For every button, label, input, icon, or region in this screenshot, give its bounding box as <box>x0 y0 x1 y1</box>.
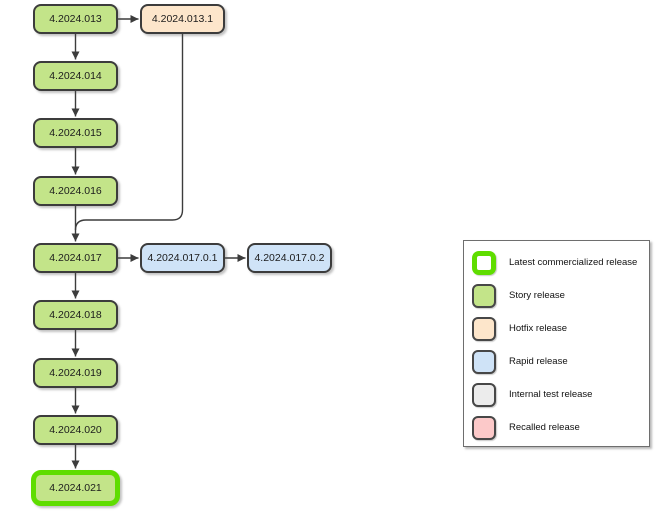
release-node-4-2024-019: 4.2024.019 <box>33 358 118 388</box>
release-node-4-2024-017-0-2: 4.2024.017.0.2 <box>247 243 332 273</box>
release-node-4-2024-016: 4.2024.016 <box>33 176 118 206</box>
release-node-4-2024-014: 4.2024.014 <box>33 61 118 91</box>
legend-label-latest: Latest commercialized release <box>509 257 638 268</box>
legend-label-hotfix: Hotfix release <box>509 323 568 334</box>
legend-swatch-recalled <box>472 415 496 440</box>
legend-label-rapid: Rapid release <box>509 356 568 367</box>
release-node-4-2024-018: 4.2024.018 <box>33 300 118 330</box>
release-node-4-2024-021: 4.2024.021 <box>31 470 120 506</box>
legend-label-story: Story release <box>509 290 565 301</box>
legend-swatch-latest <box>472 250 496 275</box>
release-node-4-2024-013-1: 4.2024.013.1 <box>140 4 225 34</box>
release-node-4-2024-017: 4.2024.017 <box>33 243 118 273</box>
release-node-4-2024-017-0-1: 4.2024.017.0.1 <box>140 243 225 273</box>
legend-swatch-hotfix <box>472 316 496 341</box>
legend-label-internal: Internal test release <box>509 389 593 400</box>
legend-row-hotfix: Hotfix release <box>472 312 649 345</box>
legend-swatch-rapid <box>472 349 496 374</box>
release-node-4-2024-015: 4.2024.015 <box>33 118 118 148</box>
legend-row-latest: Latest commercialized release <box>472 246 649 279</box>
legend-swatch-internal <box>472 382 496 407</box>
legend-row-rapid: Rapid release <box>472 345 649 378</box>
legend-row-recalled: Recalled release <box>472 411 649 444</box>
legend-swatch-story <box>472 283 496 308</box>
release-node-4-2024-013: 4.2024.013 <box>33 4 118 34</box>
legend-row-story: Story release <box>472 279 649 312</box>
release-node-4-2024-020: 4.2024.020 <box>33 415 118 445</box>
legend-row-internal: Internal test release <box>472 378 649 411</box>
legend-label-recalled: Recalled release <box>509 422 580 433</box>
